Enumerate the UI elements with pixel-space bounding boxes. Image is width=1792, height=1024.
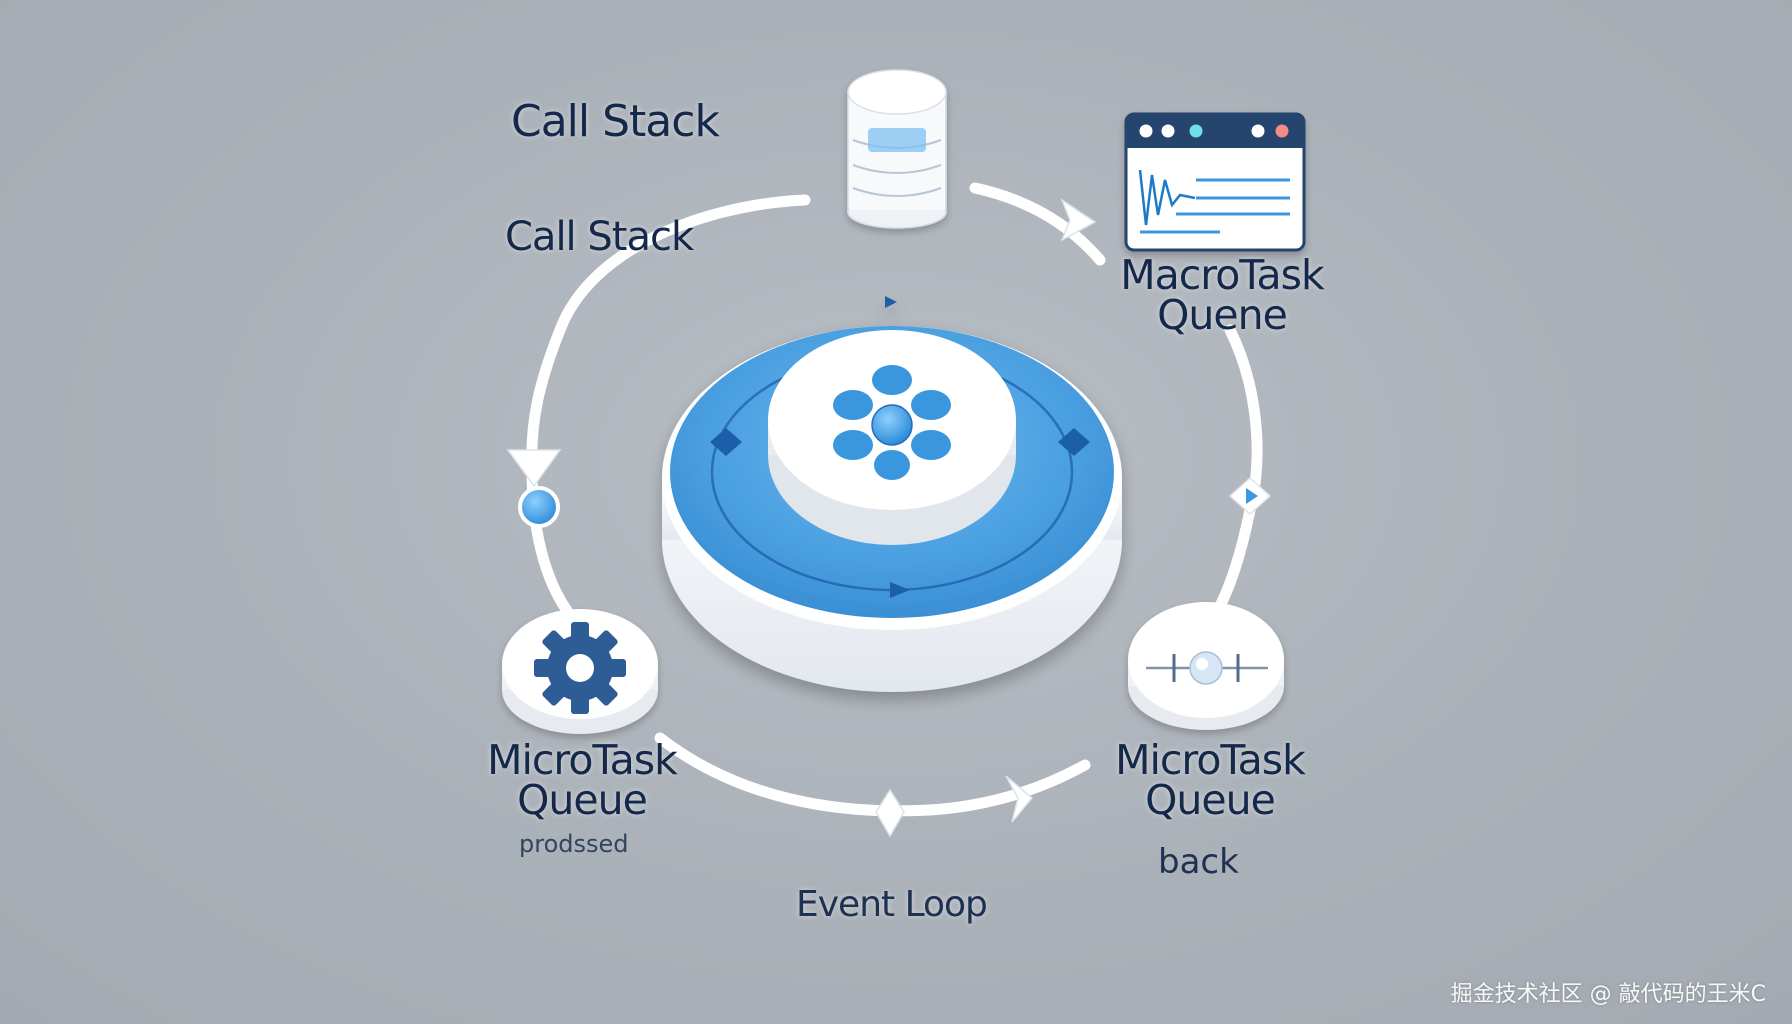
- database-icon: [847, 69, 947, 229]
- flower-icon: [833, 365, 951, 480]
- loop-segment-top-left: [526, 194, 811, 476]
- browser-window-icon: [1124, 112, 1306, 252]
- microtask-queue-right-label: MicroTask Queue: [1090, 736, 1330, 824]
- macrotask-label-line1: MacroTask: [1120, 251, 1325, 299]
- arrow-bottom-diamond-icon: [875, 788, 905, 838]
- arrow-bottom-right-icon: [1005, 775, 1034, 823]
- connector-icon: [1146, 651, 1268, 685]
- microtask-left-sublabel: prodssed: [519, 830, 629, 858]
- right-marker-icon: [1246, 488, 1258, 504]
- core-bottom-marker-icon: [890, 582, 910, 598]
- event-loop-core: [662, 296, 1122, 692]
- event-loop-label: Event Loop: [796, 884, 988, 925]
- microtask-right-line1: MicroTask: [1115, 736, 1306, 784]
- core-right-marker-icon: [1058, 428, 1090, 456]
- core-left-marker-icon: [710, 428, 742, 456]
- watermark-text: 掘金技术社区 @ 敲代码的王米C: [1450, 982, 1766, 1007]
- macrotask-queue-label: MacroTask Quene: [1098, 251, 1346, 339]
- core-top-marker-icon: [885, 296, 897, 308]
- macrotask-label-line2: Quene: [1157, 291, 1288, 339]
- microtask-left-line1: MicroTask: [487, 736, 678, 784]
- loop-arrows: [506, 198, 1272, 838]
- microtask-left-line2: Queue: [517, 776, 648, 824]
- left-ring-dot-icon: [518, 486, 560, 528]
- call-stack-label-top: Call Stack: [511, 96, 720, 147]
- loop-segment-bottom: [654, 732, 1091, 817]
- microtask-right-line2: Queue: [1145, 776, 1276, 824]
- loop-segment-right: [1209, 324, 1263, 621]
- loop-segment-top-right: [969, 182, 1106, 266]
- arrow-left-down-icon: [506, 449, 562, 488]
- call-stack-label-mid: Call Stack: [505, 214, 694, 260]
- microtask-queue-left-label: MicroTask Queue: [462, 736, 702, 824]
- microtask-right-sublabel: back: [1158, 842, 1239, 882]
- gear-icon: [534, 622, 626, 714]
- arrow-top-right-icon: [1060, 198, 1097, 242]
